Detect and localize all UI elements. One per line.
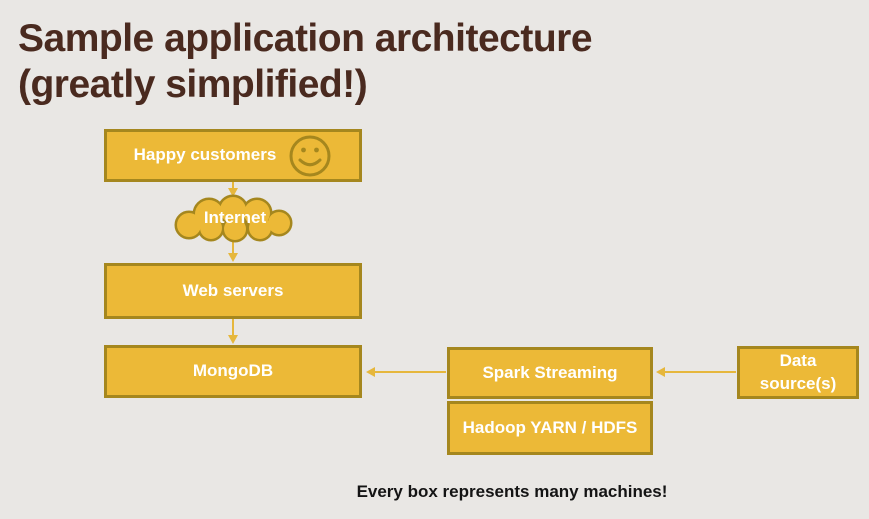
node-hadoop-yarn-hdfs: Hadoop YARN / HDFS <box>447 401 653 455</box>
page-title: Sample application architecture (greatly… <box>18 16 758 108</box>
data-sources-label: Data source(s) <box>759 351 837 393</box>
smiley-right-eye <box>314 147 320 152</box>
internet-label: Internet <box>203 208 267 227</box>
mongodb-label: MongoDB <box>192 361 274 381</box>
node-internet-cloud: Internet <box>167 193 303 243</box>
page-title-line2: (greatly simplified!) <box>18 63 368 107</box>
arrow-datasrc-to-spark <box>656 367 736 377</box>
node-spark-streaming: Spark Streaming <box>447 347 653 399</box>
smiley-icon <box>289 135 331 176</box>
node-mongodb: MongoDB <box>104 345 362 398</box>
node-data-sources: Data source(s) <box>737 346 859 399</box>
arrow-spark-to-mongo <box>366 367 446 377</box>
arrow-internet-to-web <box>228 241 238 262</box>
smiley-mouth <box>298 158 322 166</box>
footer-note: Every box represents many machines! <box>356 482 668 501</box>
spark-streaming-label: Spark Streaming <box>482 362 618 382</box>
page-title-line1: Sample application architecture <box>18 17 593 60</box>
node-web-servers: Web servers <box>104 263 362 319</box>
node-happy-customers: Happy customers <box>104 129 362 182</box>
smiley-left-eye <box>301 147 307 152</box>
web-servers-label: Web servers <box>182 280 284 300</box>
cloud-icon <box>174 194 293 243</box>
arrow-web-to-mongo <box>228 319 238 344</box>
hadoop-label: Hadoop YARN / HDFS <box>462 417 638 437</box>
happy-customers-label: Happy customers <box>133 145 277 165</box>
